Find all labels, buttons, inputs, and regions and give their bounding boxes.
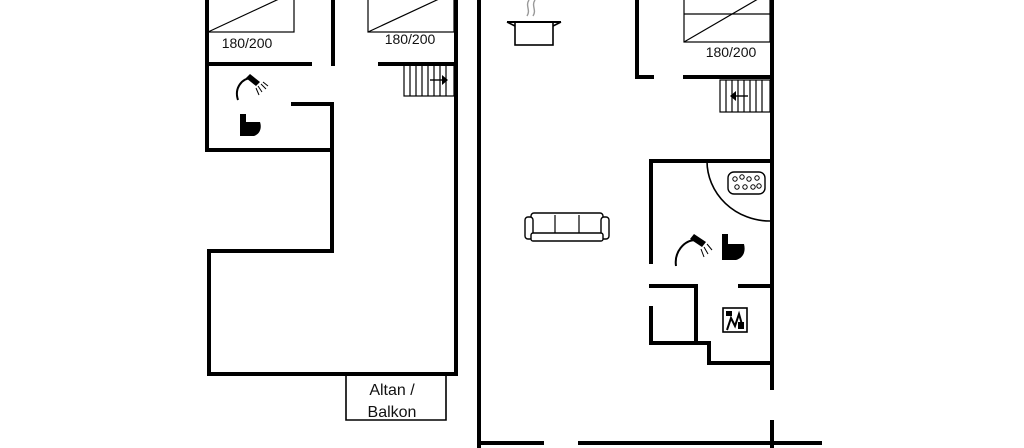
balcony-outline — [345, 374, 447, 421]
utility-wall — [694, 284, 774, 365]
bed-icon — [367, 0, 455, 33]
bed-size-label-2: 180/200 — [385, 31, 436, 47]
stairs-icon — [719, 79, 771, 113]
bathroom-wall — [649, 159, 774, 264]
bed-icon — [683, 0, 771, 43]
cooking-pot-icon — [506, 0, 562, 46]
bed-icon — [207, 0, 295, 33]
toilet-icon — [722, 234, 745, 260]
shower-icon — [674, 234, 713, 267]
bed-size-label-3: 180/200 — [706, 44, 757, 60]
balcony-label-line1: Altan / — [369, 382, 415, 399]
right-unit: 180/200 — [477, 0, 822, 448]
shower-icon — [236, 74, 269, 101]
bathroom-wall — [291, 102, 334, 152]
left-unit: Altan / Balkon 180/200 180/200 — [205, 0, 458, 421]
stairs-icon — [403, 63, 455, 97]
utility-wall-2 — [649, 306, 696, 345]
whirlpool-icon — [727, 171, 766, 195]
balcony-label-line2: Balkon — [368, 404, 417, 421]
washing-machine-icon — [722, 307, 748, 333]
toilet-icon — [240, 114, 261, 136]
whirlpool-area — [706, 160, 771, 222]
sofa-icon — [524, 212, 610, 242]
left-unit-outer-wall — [205, 0, 458, 376]
bed-size-label-1: 180/200 — [222, 35, 273, 51]
